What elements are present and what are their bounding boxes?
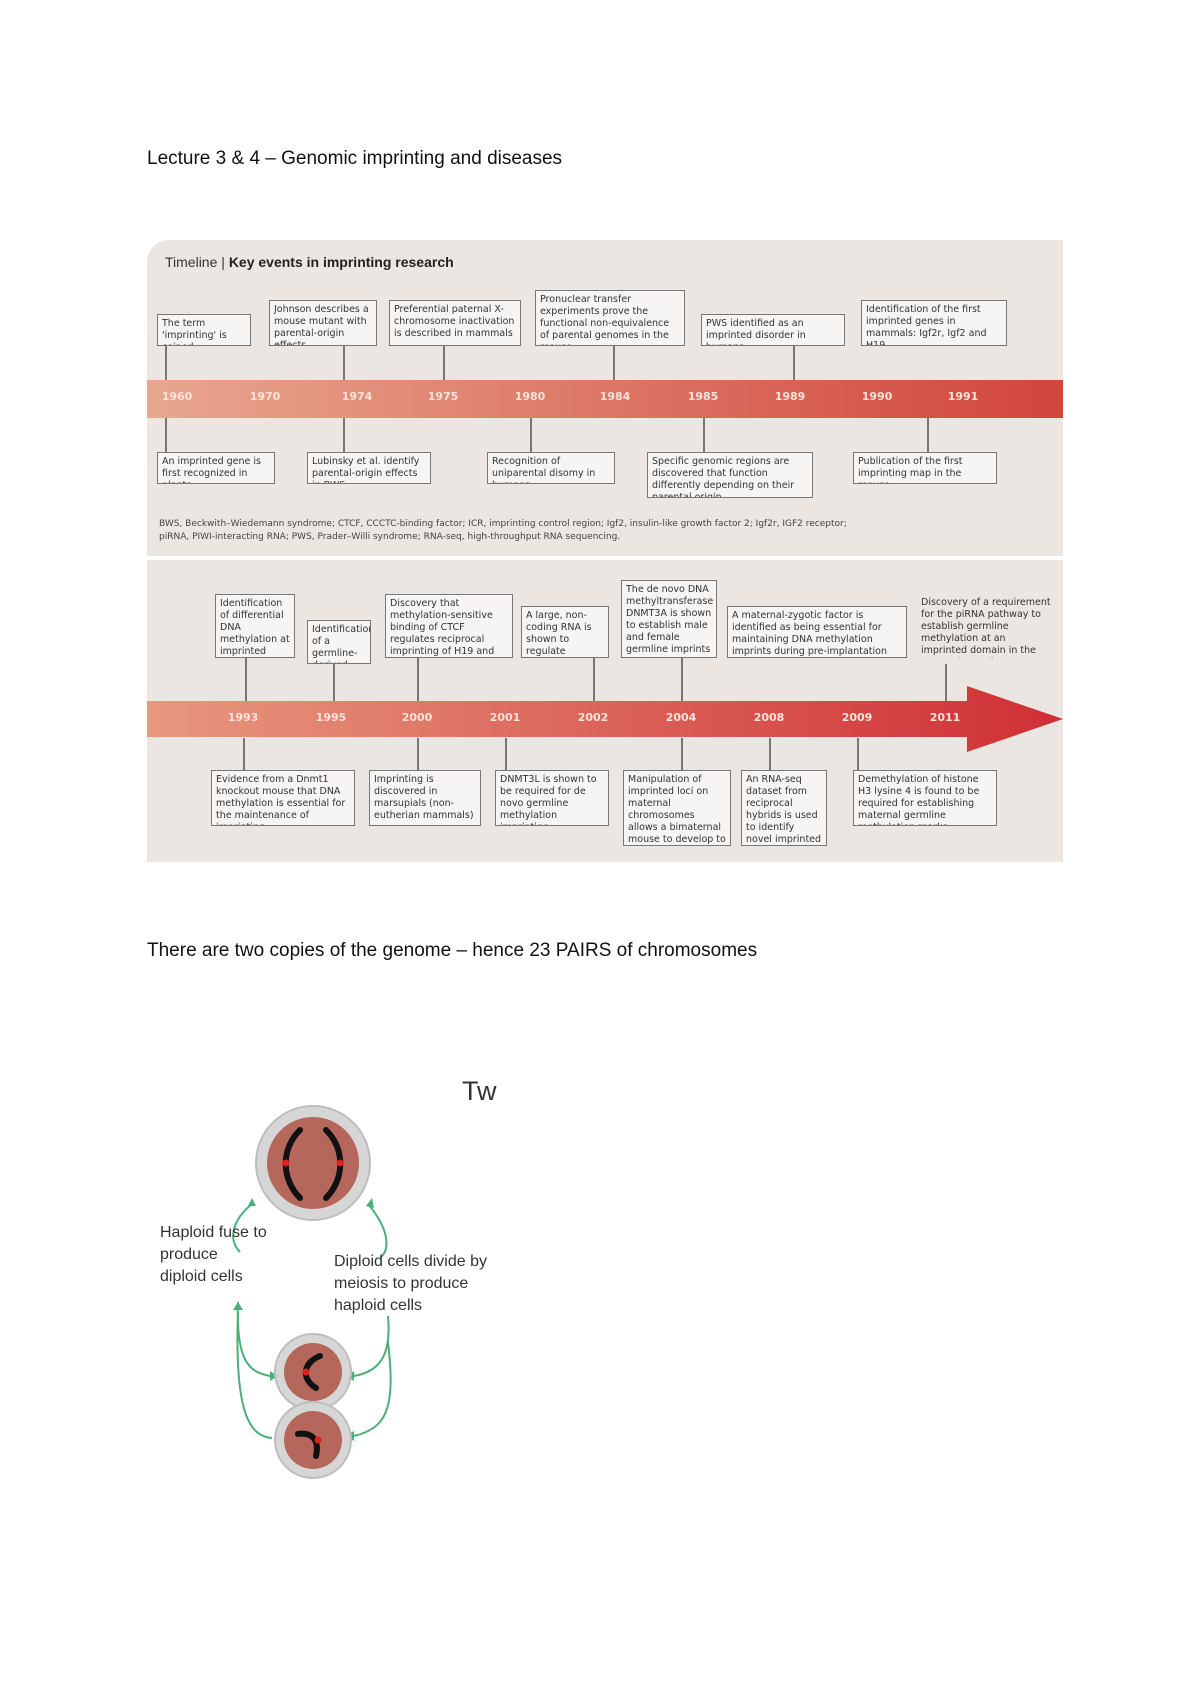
event-box: Identification of the first imprinted ge… — [861, 300, 1007, 346]
event-box: Identification of a germline-derived ICR — [307, 620, 371, 664]
event-box: Recognition of uniparental disomy in hum… — [487, 452, 615, 484]
event-box: Discovery that methylation-sensitive bin… — [385, 594, 513, 658]
divide-arrow — [368, 1204, 386, 1258]
event-box: Demethylation of histone H3 lysine 4 is … — [853, 770, 997, 826]
label-haploid-fuse: Haploid fuse to produce diploid cells — [160, 1222, 267, 1288]
event-box: Specific genomic regions are discovered … — [647, 452, 813, 498]
haploid-cell — [275, 1402, 351, 1478]
event-box: Pronuclear transfer experiments prove th… — [535, 290, 685, 346]
event-box: Discovery of a requirement for the piRNA… — [917, 594, 1057, 658]
connector-line — [165, 418, 167, 454]
haploid-cell — [275, 1334, 351, 1410]
fuse-arrow — [238, 1302, 270, 1376]
connector-line — [343, 418, 345, 454]
label-diploid-divide: Diploid cells divide by meiosis to produ… — [334, 1251, 487, 1317]
timeline-band-upper: 1960 1970 1974 1975 1980 1984 1985 1989 … — [147, 380, 1063, 418]
event-box: An RNA-seq dataset from reciprocal hybri… — [741, 770, 827, 846]
event-box: PWS identified as an imprinted disorder … — [701, 314, 845, 346]
year-label: 1980 — [505, 390, 555, 403]
connector-line — [505, 738, 507, 772]
divide-arrow — [354, 1316, 389, 1376]
year-label: 2002 — [568, 711, 618, 724]
page-heading: Lecture 3 & 4 – Genomic imprinting and d… — [147, 148, 562, 170]
year-label: 2001 — [480, 711, 530, 724]
connector-line — [417, 738, 419, 772]
connector-line — [927, 418, 929, 454]
timeline-footnote: piRNA, PIWI-interacting RNA; PWS, Prader… — [159, 531, 620, 544]
connector-line — [681, 738, 683, 772]
event-box: Publication of the first imprinting map … — [853, 452, 997, 484]
year-label: 2011 — [920, 711, 970, 724]
event-box: Identification of differential DNA methy… — [215, 594, 295, 658]
event-box: Preferential paternal X-chromosome inact… — [389, 300, 521, 346]
connector-line — [613, 346, 615, 382]
year-label: 1974 — [332, 390, 382, 403]
event-box: Evidence from a Dnmt1 knockout mouse tha… — [211, 770, 355, 826]
year-label: 2009 — [832, 711, 882, 724]
label-line: haploid cells — [334, 1295, 487, 1317]
event-box: Lubinsky et al. identify parental-origin… — [307, 452, 431, 484]
divide-arrow — [354, 1342, 391, 1436]
timeline-title: Timeline | Key events in imprinting rese… — [165, 254, 454, 270]
event-box: Imprinting is discovered in marsupials (… — [369, 770, 481, 826]
event-box: A large, non-coding RNA is shown to regu… — [521, 606, 609, 658]
year-label: 1975 — [418, 390, 468, 403]
timeline-footnote: BWS, Beckwith–Wiedemann syndrome; CTCF, … — [159, 518, 847, 531]
event-box: DNMT3L is shown to be required for de no… — [495, 770, 609, 826]
connector-line — [343, 346, 345, 382]
divide-arrow — [366, 1198, 374, 1208]
connector-line — [769, 738, 771, 772]
connector-line — [243, 738, 245, 772]
label-line: Haploid fuse to — [160, 1222, 267, 1244]
connector-line — [857, 738, 859, 772]
year-label: 2004 — [656, 711, 706, 724]
year-label: 1990 — [852, 390, 902, 403]
connector-line — [443, 346, 445, 382]
year-label: 1991 — [938, 390, 988, 403]
event-box: A maternal-zygotic factor is identified … — [727, 606, 907, 658]
label-line: produce — [160, 1244, 267, 1266]
year-label: 2008 — [744, 711, 794, 724]
event-box: The term 'imprinting' is coined — [157, 314, 251, 346]
year-label: 1960 — [152, 390, 202, 403]
connector-line — [165, 346, 167, 382]
label-line: diploid cells — [160, 1266, 267, 1288]
label-line: Diploid cells divide by — [334, 1251, 487, 1273]
year-label: 2000 — [392, 711, 442, 724]
year-label: 1984 — [590, 390, 640, 403]
year-label: 1970 — [240, 390, 290, 403]
event-box: The de novo DNA methyltransferase DNMT3A… — [621, 580, 717, 658]
event-box: Manipulation of imprinted loci on matern… — [623, 770, 731, 846]
connector-line — [793, 346, 795, 382]
body-sentence: There are two copies of the genome – hen… — [147, 940, 757, 962]
connector-line — [530, 418, 532, 454]
event-box: An imprinted gene is first recognized in… — [157, 452, 275, 484]
connector-line — [703, 418, 705, 454]
timeline-lower-years: 1993 1995 2000 2001 2002 2004 2008 2009 … — [147, 701, 1063, 737]
event-box: Johnson describes a mouse mutant with pa… — [269, 300, 377, 346]
timeline-upper-panel: Timeline | Key events in imprinting rese… — [147, 240, 1063, 556]
year-label: 1993 — [218, 711, 268, 724]
label-line: meiosis to produce — [334, 1273, 487, 1295]
timeline-lower-panel: Identification of differential DNA methy… — [147, 560, 1063, 862]
year-label: 1989 — [765, 390, 815, 403]
fuse-arrow — [248, 1198, 256, 1206]
year-label: 1985 — [678, 390, 728, 403]
year-label: 1995 — [306, 711, 356, 724]
diploid-cell — [256, 1106, 370, 1220]
